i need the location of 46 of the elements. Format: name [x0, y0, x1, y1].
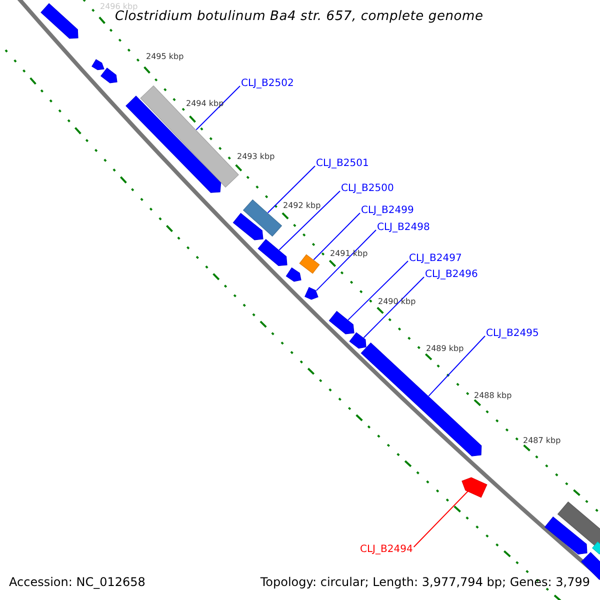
- ruler-label: 2493 kbp: [237, 152, 275, 161]
- ruler-label: 2494 kbp: [186, 99, 224, 108]
- leader-line: [428, 336, 486, 397]
- leader-line: [348, 260, 408, 320]
- leader-line: [313, 212, 360, 260]
- map-title: Clostridium botulinum Ba4 str. 657, complete genome: [115, 9, 484, 24]
- gene-feature: [40, 3, 78, 39]
- gene-feature: [328, 310, 354, 334]
- ruler-label: 2490 kbp: [378, 297, 416, 306]
- gene-feature: [544, 516, 588, 555]
- gene-feature: [100, 68, 118, 84]
- leader-line: [196, 86, 240, 130]
- gene-feature: [258, 238, 288, 266]
- gene-label: CLJ_B2497: [409, 253, 462, 264]
- ruler-label: 2488 kbp: [474, 391, 512, 400]
- leader-line: [278, 190, 340, 250]
- accession-text: Accession: NC_012658: [9, 575, 146, 589]
- gene-block: [592, 542, 600, 554]
- ruler-label: 2495 kbp: [146, 52, 184, 61]
- gene-label: CLJ_B2495: [486, 328, 539, 339]
- gene-label: CLJ_B2500: [341, 183, 394, 194]
- gene-label: CLJ_B2494: [360, 544, 413, 555]
- gene-feature: [349, 332, 366, 349]
- gene-label: CLJ_B2498: [377, 222, 430, 233]
- gene-label: CLJ_B2499: [361, 205, 414, 216]
- leader-line: [413, 490, 468, 548]
- gene-label: CLJ_B2502: [241, 78, 294, 89]
- ruler-label: 2492 kbp: [283, 201, 321, 210]
- ruler-label: 2487 kbp: [523, 436, 561, 445]
- gene-feature: [232, 212, 264, 240]
- leader-line: [316, 230, 376, 292]
- gene-block: [242, 199, 282, 237]
- gene-feature: [462, 477, 488, 498]
- leader-line: [267, 166, 316, 214]
- gene-block: [140, 85, 239, 188]
- gene-feature: [126, 96, 222, 193]
- gene-feature: [92, 59, 104, 70]
- gene-feature: [286, 267, 302, 282]
- genome-info-text: Topology: circular; Length: 3,977,794 bp; Genes: 3,799: [260, 575, 590, 589]
- ruler-label: 2491 kbp: [330, 249, 368, 258]
- gene-label: CLJ_B2501: [316, 158, 369, 169]
- ruler-label: 2489 kbp: [426, 344, 464, 353]
- gene-feature: [304, 287, 318, 300]
- gene-block: [299, 254, 320, 274]
- leader-line: [363, 276, 424, 338]
- gene-label: CLJ_B2496: [425, 269, 478, 280]
